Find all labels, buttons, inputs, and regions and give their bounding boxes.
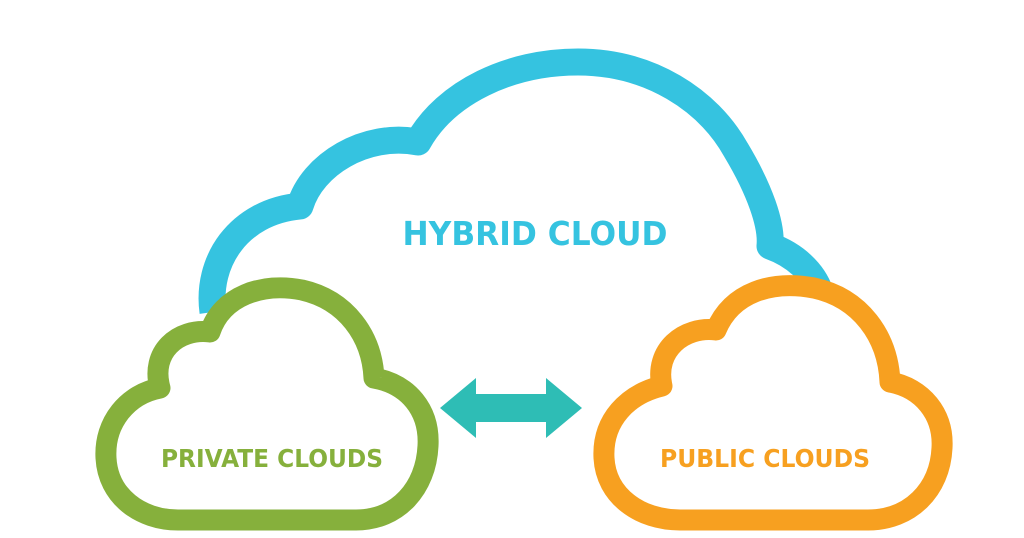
hybrid-cloud-outline — [198, 48, 833, 314]
hybrid-cloud-label: HYBRID CLOUD — [403, 214, 668, 253]
public-cloud-outline — [593, 275, 953, 531]
public-clouds-label: PUBLIC CLOUDS — [660, 444, 870, 473]
private-cloud-outline — [95, 277, 439, 531]
bidirectional-arrow-icon — [440, 378, 582, 438]
private-clouds-label: PRIVATE CLOUDS — [161, 444, 383, 473]
